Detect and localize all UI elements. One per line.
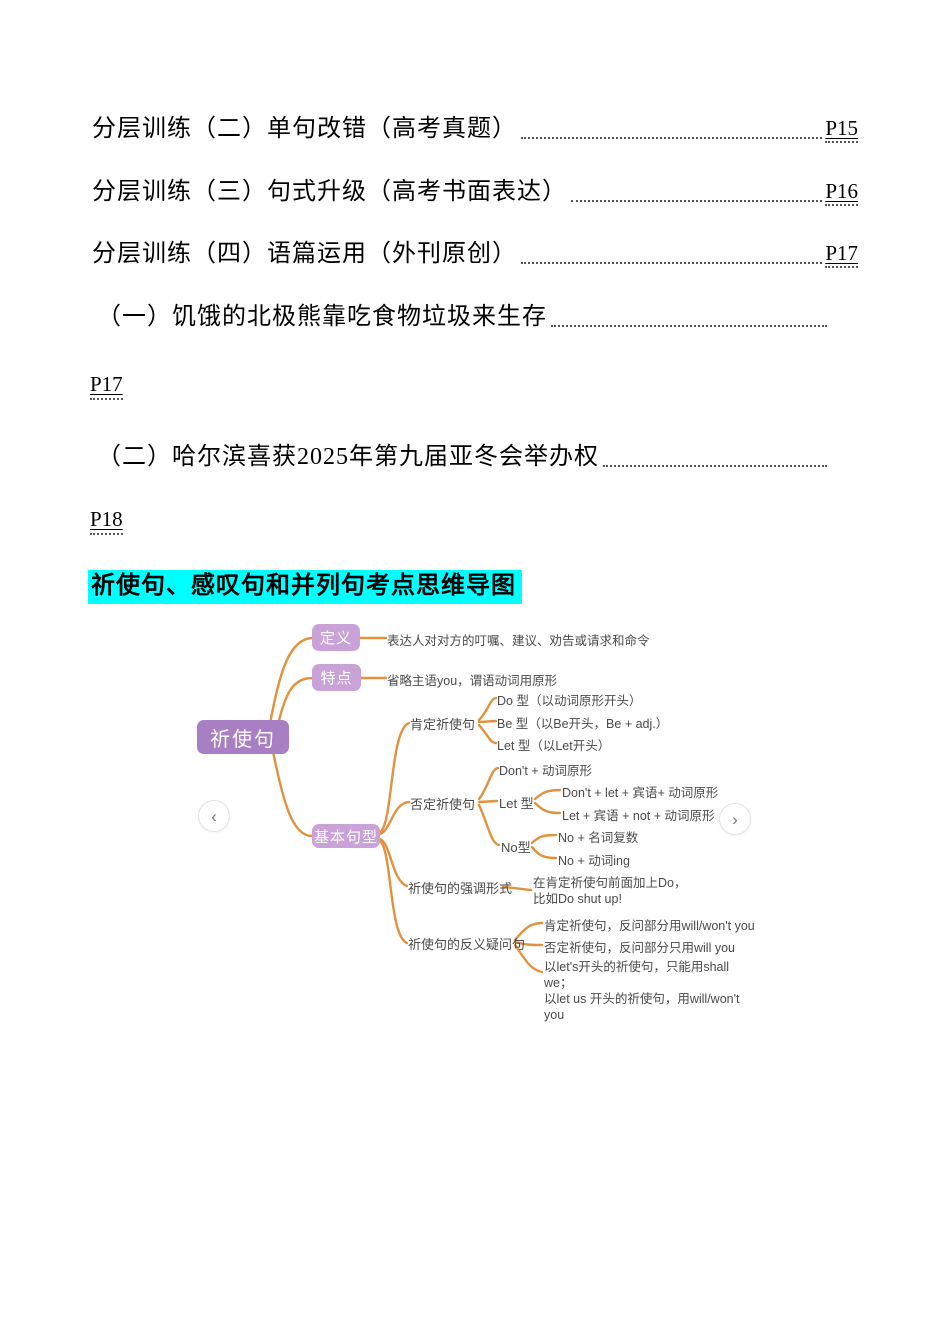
mindmap-connectors — [268, 636, 562, 974]
leaf-dont-verb: Don't + 动词原形 — [499, 764, 593, 778]
toc-label: 分层训练（三）句式升级（高考书面表达） — [92, 179, 567, 205]
leaf-features-text: 省略主语you，谓语动词用原形 — [387, 674, 558, 688]
page-number-line: P17 — [90, 372, 123, 400]
mindmap-node-features: 特点 — [312, 664, 361, 691]
leaf-emphatic-text: 在肯定祈使句前面加上Do， 比如Do shut up! — [533, 876, 687, 906]
dotted-leader — [551, 325, 827, 327]
toc-label: （二）哈尔滨喜获2025年第九届亚冬会举办权 — [97, 444, 599, 470]
toc-entry: 分层训练（四）语篇运用（外刊原创） P17 — [92, 233, 858, 268]
chevron-left-icon: ‹ — [211, 806, 217, 826]
branch-no-type: No型 — [501, 840, 531, 855]
page-number: P16 — [825, 180, 858, 206]
leaf-do-type: Do 型（以动词原形开头） — [497, 694, 642, 708]
toc-subentry: （一）饥饿的北极熊靠吃食物垃圾来生存 — [97, 296, 830, 331]
section-title: 祈使句、感叹句和并列句考点思维导图 — [88, 570, 522, 604]
page-number-line: P18 — [90, 507, 123, 535]
mindmap-image: 祈使句 定义 特点 基本句型 肯定祈使句 否定祈使句 Let 型 No型 祈使句… — [185, 612, 760, 1022]
branch-tag-question: 祈使句的反义疑问句 — [408, 937, 526, 952]
mindmap-node-definition: 定义 — [312, 624, 360, 651]
leaf-tag-negative: 否定祈使句，反问部分只用will you — [544, 941, 735, 955]
toc-label: 分层训练（二）单句改错（高考真题） — [92, 116, 517, 142]
toc-entry: 分层训练（二）单句改错（高考真题） P15 — [92, 108, 858, 143]
leaf-definition-text: 表达人对对方的叮嘱、建议、劝告或请求和命令 — [387, 634, 650, 648]
prev-button[interactable]: ‹ — [198, 800, 230, 832]
page-number: P17 — [825, 242, 858, 268]
mindmap-root-node: 祈使句 — [197, 720, 289, 754]
mindmap-node-basic-patterns: 基本句型 — [312, 824, 380, 848]
leaf-dont-let: Don't + let + 宾语+ 动词原形 — [562, 786, 719, 800]
leaf-no-ving: No + 动词ing — [558, 854, 630, 868]
leaf-tag-positive: 肯定祈使句，反问部分用will/won't you — [544, 919, 755, 933]
toc-label: 分层训练（四）语篇运用（外刊原创） — [92, 241, 517, 267]
branch-emphatic-form: 祈使句的强调形式 — [408, 881, 513, 896]
page-number: P15 — [825, 117, 858, 143]
leaf-tag-lets: 以let's开头的祈使句，只能用shall we； 以let us 开头的祈使句… — [544, 960, 740, 1022]
leaf-be-type: Be 型（以Be开头，Be + adj.） — [497, 717, 669, 731]
dotted-leader — [521, 262, 823, 264]
dotted-leader — [603, 465, 827, 467]
dotted-leader — [571, 200, 823, 202]
toc-subentry: （二）哈尔滨喜获2025年第九届亚冬会举办权 — [97, 436, 830, 471]
branch-negative-imperative: 否定祈使句 — [410, 797, 476, 812]
leaf-let-type: Let 型（以Let开头） — [497, 739, 611, 753]
leaf-let-not: Let + 宾语 + not + 动词原形 — [562, 809, 715, 823]
toc-entry: 分层训练（三）句式升级（高考书面表达） P16 — [92, 171, 858, 206]
next-button[interactable]: › — [719, 803, 751, 835]
chevron-right-icon: › — [732, 809, 738, 829]
toc-label: （一）饥饿的北极熊靠吃食物垃圾来生存 — [97, 304, 547, 330]
branch-positive-imperative: 肯定祈使句 — [410, 717, 476, 732]
page-number: P17 — [90, 372, 123, 400]
branch-let-type: Let 型 — [499, 796, 534, 811]
page-number: P18 — [90, 507, 123, 535]
leaf-no-plural-noun: No + 名词复数 — [558, 831, 639, 845]
dotted-leader — [521, 137, 823, 139]
